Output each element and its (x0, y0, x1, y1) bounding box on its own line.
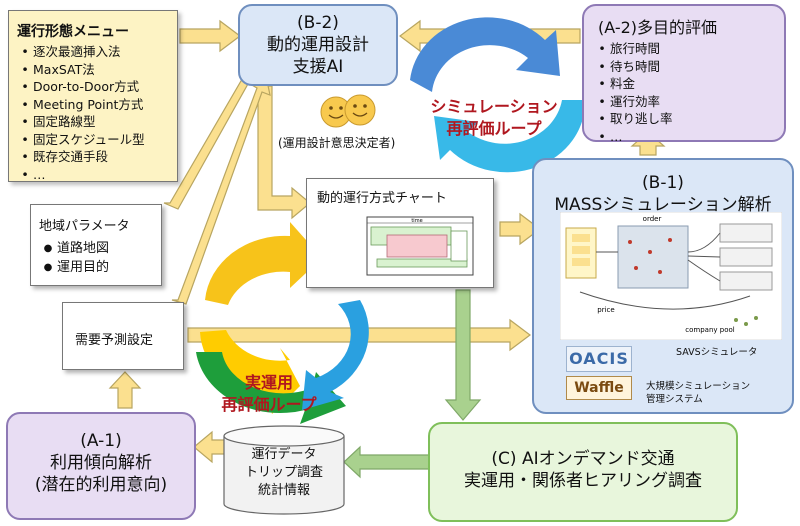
menu-scroll: 運行形態メニュー 逐次最適挿入法 MaxSAT法 Door-to-Door方式 … (8, 10, 178, 182)
a2-item: 待ち時間 (594, 58, 673, 76)
oacis-logo: OACIS (566, 346, 632, 372)
a2-item: 旅行時間 (594, 40, 673, 58)
b1-title: MASSシミュレーション解析 (554, 195, 772, 215)
a2-evaluation-box: (A-2)多目的評価 旅行時間 待ち時間 料金 運行効率 取り逃し率 … (582, 4, 786, 145)
b2-design-ai-box: (B-2) 動的運用設計 支援AI (238, 4, 398, 86)
a1-usage-analysis-box: (A-1) 利用傾向解析 (潜在的利用意向) (6, 412, 196, 520)
data-store-line2: トリップ調査 (244, 465, 323, 480)
real-loop-label: 実運用 再評価ループ (214, 372, 324, 416)
arrow-chart-to-c (444, 289, 482, 421)
a2-item: 料金 (594, 75, 673, 93)
b2-title: 動的運用設計 (267, 35, 369, 55)
gantt-thumbnail: time (366, 216, 474, 276)
simulation-loop-line1: シミュレーション (430, 97, 558, 116)
a1-label: (A-1) (80, 431, 122, 451)
data-store-line3: 統計情報 (257, 483, 310, 498)
menu-title: 運行形態メニュー (17, 24, 129, 40)
simulation-loop-line2: 再評価ループ (446, 119, 542, 138)
savs-label: SAVSシミュレータ (676, 347, 758, 358)
a2-item: 取り逃し率 (594, 110, 673, 128)
chart-note-title: 動的運行方式チャート (317, 191, 447, 206)
a1-title: 利用傾向解析 (50, 453, 152, 473)
b1-label: (B-1) (642, 173, 684, 193)
region-item: 運用目的 (39, 258, 109, 277)
real-loop-line2: 再評価ループ (221, 395, 317, 414)
data-store-cylinder (223, 425, 345, 515)
menu-list: 逐次最適挿入法 MaxSAT法 Door-to-Door方式 Meeting P… (17, 43, 145, 183)
sim-price-label: price (597, 306, 614, 314)
real-loop-line1: 実運用 (244, 373, 293, 392)
a1-subtitle: (潜在的利用意向) (34, 475, 168, 495)
decision-maker-label: (運用設計意思決定者) (278, 136, 396, 150)
demand-forecast-note: 需要予測設定 (62, 302, 184, 370)
menu-item: 固定路線型 (17, 113, 145, 131)
a2-title: (A-2)多目的評価 (598, 18, 718, 37)
sim-order-label: order (643, 215, 662, 223)
mgmt-label-2: 管理システム (646, 394, 703, 405)
data-store-text: 運行データ トリップ調査 統計情報 (222, 446, 346, 500)
region-parameters-note: 地域パラメータ 道路地図 運用目的 (30, 204, 162, 286)
arrow-b2-to-chart (257, 85, 311, 220)
sim-pool-label: company pool (685, 326, 734, 334)
c-ai-on-demand-box: (C) AIオンデマンド交通 実運用・関係者ヒアリング調査 (428, 422, 738, 522)
region-item: 道路地図 (39, 239, 109, 258)
simulation-loop (410, 17, 586, 173)
decision-maker-icon (320, 94, 376, 128)
real-loop (196, 222, 369, 424)
menu-item: 既存交通手段 (17, 148, 145, 166)
arrow-c-to-data (343, 445, 431, 479)
menu-item: Meeting Point方式 (17, 96, 145, 114)
waffle-logo: Waffle (566, 376, 632, 400)
c-title: (C) AIオンデマンド交通 (491, 449, 675, 469)
arrow-chart-to-b1 (499, 212, 541, 246)
operation-chart-note: 動的運行方式チャート time (306, 178, 494, 288)
menu-item: … (17, 166, 145, 184)
arrow-menu-to-b2 (179, 19, 241, 53)
mgmt-label-1: 大規模シミュレーション (646, 381, 751, 392)
region-title: 地域パラメータ (39, 219, 130, 234)
menu-item: MaxSAT法 (17, 61, 145, 79)
region-list: 道路地図 運用目的 (39, 239, 109, 277)
b2-subtitle: 支援AI (292, 57, 344, 77)
demand-label: 需要予測設定 (75, 333, 154, 348)
menu-item: 固定スケジュール型 (17, 131, 145, 149)
data-store-line1: 運行データ (251, 447, 317, 462)
a2-list: 旅行時間 待ち時間 料金 運行効率 取り逃し率 … (594, 40, 673, 145)
b2-label: (B-2) (297, 13, 339, 33)
c-subtitle: 実運用・関係者ヒアリング調査 (464, 471, 702, 491)
a2-item: 運行効率 (594, 93, 673, 111)
simulation-loop-label: シミュレーション 再評価ループ (424, 96, 564, 140)
gantt-time-label: time (411, 218, 422, 224)
menu-item: Door-to-Door方式 (17, 78, 145, 96)
mass-simulation-diagram: order price company pool (560, 212, 782, 340)
a2-item: … (594, 128, 673, 146)
arrow-a1-to-demand (108, 371, 142, 409)
menu-item: 逐次最適挿入法 (17, 43, 145, 61)
